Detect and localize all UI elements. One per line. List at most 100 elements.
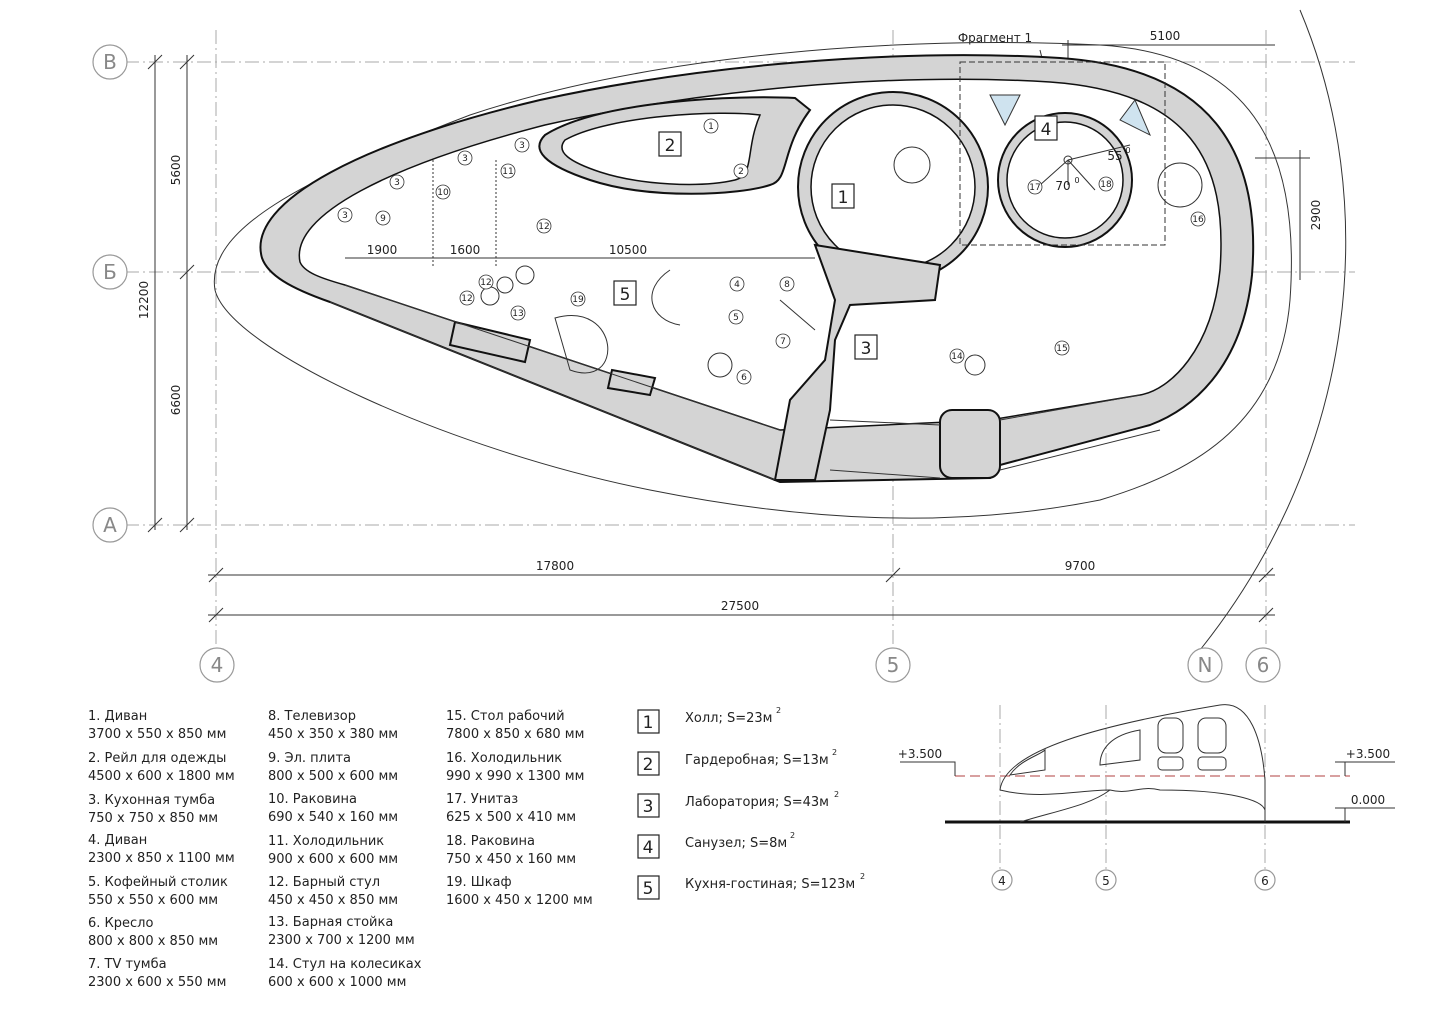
svg-text:2: 2 (643, 755, 654, 775)
svg-text:4: 4 (734, 280, 740, 290)
svg-text:18: 18 (1100, 180, 1112, 190)
svg-text:2: 2 (860, 872, 865, 881)
room-markers: 1 2 3 4 5 (613, 115, 1058, 360)
svg-text:Лаборатория; S=43м: Лаборатория; S=43м (685, 795, 829, 810)
svg-text:990 x 990 x 1300 мм: 990 x 990 x 1300 мм (446, 769, 584, 784)
svg-text:7. TV тумба: 7. TV тумба (88, 957, 167, 972)
svg-text:9: 9 (380, 214, 386, 224)
svg-text:1. Диван: 1. Диван (88, 709, 147, 724)
svg-text:+3.500: +3.500 (898, 747, 942, 761)
svg-text:7: 7 (780, 337, 786, 347)
svg-text:12: 12 (461, 294, 472, 304)
north-arc (1199, 9, 1347, 651)
svg-text:600 x 600 x 1000 мм: 600 x 600 x 1000 мм (268, 975, 406, 990)
svg-text:4. Диван: 4. Диван (88, 833, 147, 848)
dim-10500: 10500 (609, 243, 647, 257)
svg-text:2: 2 (738, 167, 744, 177)
svg-text:12200: 12200 (137, 281, 151, 319)
svg-text:В: В (103, 50, 117, 74)
svg-text:15: 15 (1056, 344, 1067, 354)
svg-text:3: 3 (861, 339, 872, 359)
svg-text:3. Кухонная тумба: 3. Кухонная тумба (88, 793, 215, 808)
svg-text:Фрагмент 1: Фрагмент 1 (958, 31, 1032, 45)
svg-text:550 x 550 x 600 мм: 550 x 550 x 600 мм (88, 893, 218, 908)
svg-text:1: 1 (643, 713, 654, 733)
svg-text:Кухня-гостиная; S=123м: Кухня-гостиная; S=123м (685, 877, 855, 892)
svg-text:0: 0 (1125, 146, 1130, 155)
svg-text:2300 x 600 x 550 мм: 2300 x 600 x 550 мм (88, 975, 226, 990)
svg-text:3700 x 550 x 850 мм: 3700 x 550 x 850 мм (88, 727, 226, 742)
svg-text:625 x 500 x 410 мм: 625 x 500 x 410 мм (446, 810, 576, 825)
svg-text:27500: 27500 (721, 599, 759, 613)
svg-text:7800 x 850 x 680 мм: 7800 x 850 x 680 мм (446, 727, 584, 742)
svg-text:Холл; S=23м: Холл; S=23м (685, 711, 772, 726)
furniture-callouts: 1 2 3 3 3 9 10 3 11 12 12 12 13 19 4 5 6… (337, 118, 1206, 385)
svg-text:13: 13 (512, 309, 523, 319)
svg-text:2: 2 (834, 790, 839, 799)
svg-text:17: 17 (1029, 183, 1040, 193)
svg-text:6. Кресло: 6. Кресло (88, 916, 153, 931)
svg-text:1: 1 (708, 122, 714, 132)
svg-text:19. Шкаф: 19. Шкаф (446, 875, 512, 890)
svg-text:1600 x 450 x 1200 мм: 1600 x 450 x 1200 мм (446, 893, 593, 908)
svg-text:5: 5 (643, 879, 654, 899)
svg-text:Гардеробная; S=13м: Гардеробная; S=13м (685, 753, 829, 768)
svg-text:17800: 17800 (536, 559, 574, 573)
svg-text:4500 x 600 x 1800 мм: 4500 x 600 x 1800 мм (88, 769, 235, 784)
svg-text:14. Стул на колесиках: 14. Стул на колесиках (268, 957, 422, 972)
svg-text:4: 4 (998, 874, 1006, 888)
svg-text:70: 70 (1055, 179, 1070, 193)
svg-text:6: 6 (741, 373, 747, 383)
svg-text:6600: 6600 (169, 385, 183, 416)
svg-text:690 x 540 x 160 мм: 690 x 540 x 160 мм (268, 810, 398, 825)
svg-text:12. Барный стул: 12. Барный стул (268, 875, 380, 890)
svg-text:+3.500: +3.500 (1346, 747, 1390, 761)
svg-text:12: 12 (538, 222, 549, 232)
svg-text:450 x 350 x 380 мм: 450 x 350 x 380 мм (268, 727, 398, 742)
dim-1900: 1900 (367, 243, 398, 257)
svg-text:0.000: 0.000 (1351, 793, 1385, 807)
svg-text:10. Раковина: 10. Раковина (268, 792, 357, 807)
svg-text:17. Унитаз: 17. Унитаз (446, 792, 518, 807)
svg-text:450 x 450 x 850 мм: 450 x 450 x 850 мм (268, 893, 398, 908)
svg-text:8: 8 (784, 280, 790, 290)
svg-text:5100: 5100 (1150, 29, 1181, 43)
svg-text:4: 4 (211, 653, 224, 677)
svg-text:2: 2 (665, 136, 676, 156)
dim-1600: 1600 (450, 243, 481, 257)
svg-text:3: 3 (462, 154, 468, 164)
svg-text:2900: 2900 (1309, 200, 1323, 231)
svg-text:55: 55 (1107, 149, 1122, 163)
svg-text:8. Телевизор: 8. Телевизор (268, 709, 356, 724)
svg-text:А: А (103, 513, 117, 537)
svg-text:9. Эл. плита: 9. Эл. плита (268, 751, 351, 766)
svg-text:14: 14 (951, 352, 963, 362)
svg-text:19: 19 (572, 295, 584, 305)
svg-text:2300 x 700 x 1200 мм: 2300 x 700 x 1200 мм (268, 933, 415, 948)
svg-text:5600: 5600 (169, 155, 183, 186)
svg-text:15. Стол рабочий: 15. Стол рабочий (446, 709, 565, 724)
svg-text:Б: Б (103, 260, 117, 284)
svg-text:0: 0 (1074, 176, 1079, 185)
svg-text:800 x 800 x 850 мм: 800 x 800 x 850 мм (88, 934, 218, 949)
svg-text:Санузел; S=8м: Санузел; S=8м (685, 836, 787, 851)
svg-text:11. Холодильник: 11. Холодильник (268, 834, 384, 849)
svg-text:5: 5 (887, 653, 900, 677)
svg-text:6: 6 (1257, 653, 1270, 677)
svg-text:9700: 9700 (1065, 559, 1096, 573)
inner-dimension-lines: 1900 1600 10500 (345, 160, 815, 268)
svg-text:6: 6 (1261, 874, 1269, 888)
svg-text:750 x 750 x 850 мм: 750 x 750 x 850 мм (88, 811, 218, 826)
section-view: +3.500 +3.500 0.000 4 5 6 (898, 704, 1395, 891)
svg-text:2300 x 850 x 1100 мм: 2300 x 850 x 1100 мм (88, 851, 235, 866)
svg-text:3: 3 (519, 141, 525, 151)
svg-text:3: 3 (394, 178, 400, 188)
svg-text:16. Холодильник: 16. Холодильник (446, 751, 562, 766)
svg-text:5: 5 (733, 313, 739, 323)
svg-text:N: N (1198, 653, 1213, 677)
svg-text:900 x 600 x 600 мм: 900 x 600 x 600 мм (268, 852, 398, 867)
